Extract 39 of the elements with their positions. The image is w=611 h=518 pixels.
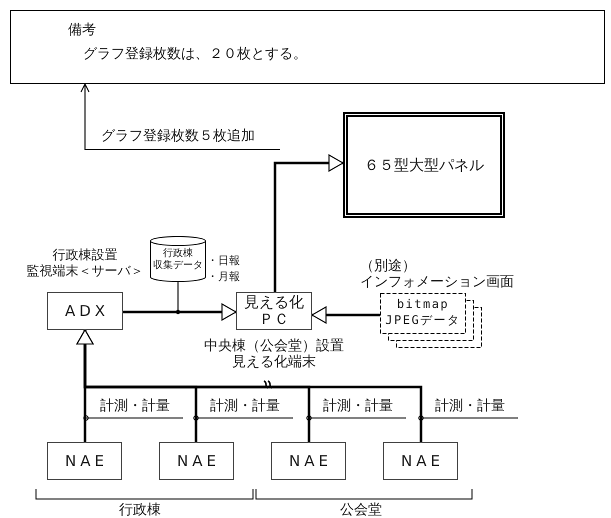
signal-label: 計測・計量 [435, 398, 505, 414]
signal-label: 計測・計量 [323, 398, 393, 414]
box-label: NAE [177, 452, 220, 470]
device-box [236, 292, 312, 330]
hollow-arrow [123, 303, 237, 321]
signal-label: 計測・計量 [100, 398, 170, 414]
node-caption: ・日報 [207, 253, 241, 269]
display-panel [343, 112, 505, 218]
signal-label: 計測・計量 [210, 398, 280, 414]
note-box [10, 10, 605, 84]
box-label: ６５型大型パネル [364, 156, 484, 174]
document-label: bitmap JPEGデータ [384, 296, 462, 328]
leader-arrow [80, 84, 90, 150]
node-caption: （別途）インフォメーション画面 [360, 258, 515, 290]
group-label: 公会堂 [340, 502, 382, 518]
hollow-arrow [76, 329, 422, 442]
database-cylinder [150, 236, 206, 282]
note-text: グラフ登録枚数は、２０枚とする。 [83, 45, 307, 63]
device-box [159, 442, 234, 480]
box-label: 見える化ＰＣ [244, 294, 304, 328]
hollow-arrow [311, 306, 380, 324]
node-caption: 行政棟設置監視端末＜サーバ＞ [26, 248, 144, 280]
annotation-text: グラフ登録枚数５枚追加 [101, 128, 255, 144]
box-label: NAE [401, 452, 444, 470]
device-box [271, 442, 346, 480]
device-box [47, 442, 122, 480]
box-label: ADX [64, 302, 110, 320]
note-heading: 備考 [68, 21, 96, 39]
box-label: NAE [65, 452, 108, 470]
node-caption: ・月報 [207, 269, 241, 285]
hollow-arrow [274, 154, 344, 292]
cylinder-label: 行政棟収集データ [152, 248, 204, 272]
device-box [383, 442, 458, 480]
box-label: NAE [289, 452, 332, 470]
device-box [47, 292, 123, 330]
connector-line [176, 282, 180, 314]
document-stack [380, 293, 482, 349]
node-caption: 中央棟（公会堂）設置見える化端末 [203, 338, 345, 370]
group-label: 行政棟 [119, 502, 161, 518]
